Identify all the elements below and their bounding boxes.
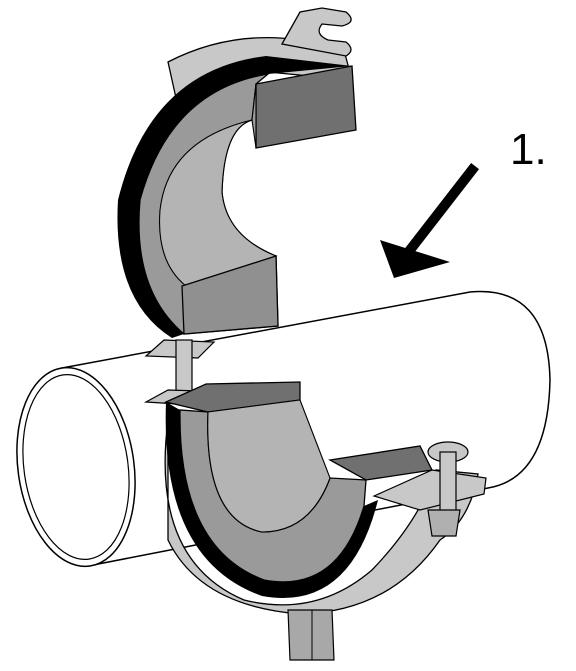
lower-clamp-stud <box>287 609 335 661</box>
down-left-arrow-icon <box>380 162 480 278</box>
right-bolt-nut <box>427 509 461 537</box>
lower-insulation-right-face <box>328 445 433 481</box>
lower-insulation-half <box>163 381 433 598</box>
right-bolt <box>427 441 469 537</box>
upper-insulation-top-face <box>255 65 357 149</box>
upper-insulation-half <box>117 56 357 338</box>
lower-insulation-bore <box>207 399 331 533</box>
lower-clamp-shell <box>164 419 487 661</box>
lower-insulation-top-face <box>163 381 301 413</box>
upper-insulation-bottom-face <box>181 255 279 335</box>
step-number-label: 1. <box>510 125 547 174</box>
upper-clamp-tab <box>280 7 352 57</box>
upper-insulation-top-edge <box>251 83 257 149</box>
left-bolt-shaft <box>175 339 193 393</box>
lower-clamp-flange <box>372 469 487 511</box>
pipe-end-inner <box>22 374 130 560</box>
right-bolt-shaft <box>439 451 457 515</box>
